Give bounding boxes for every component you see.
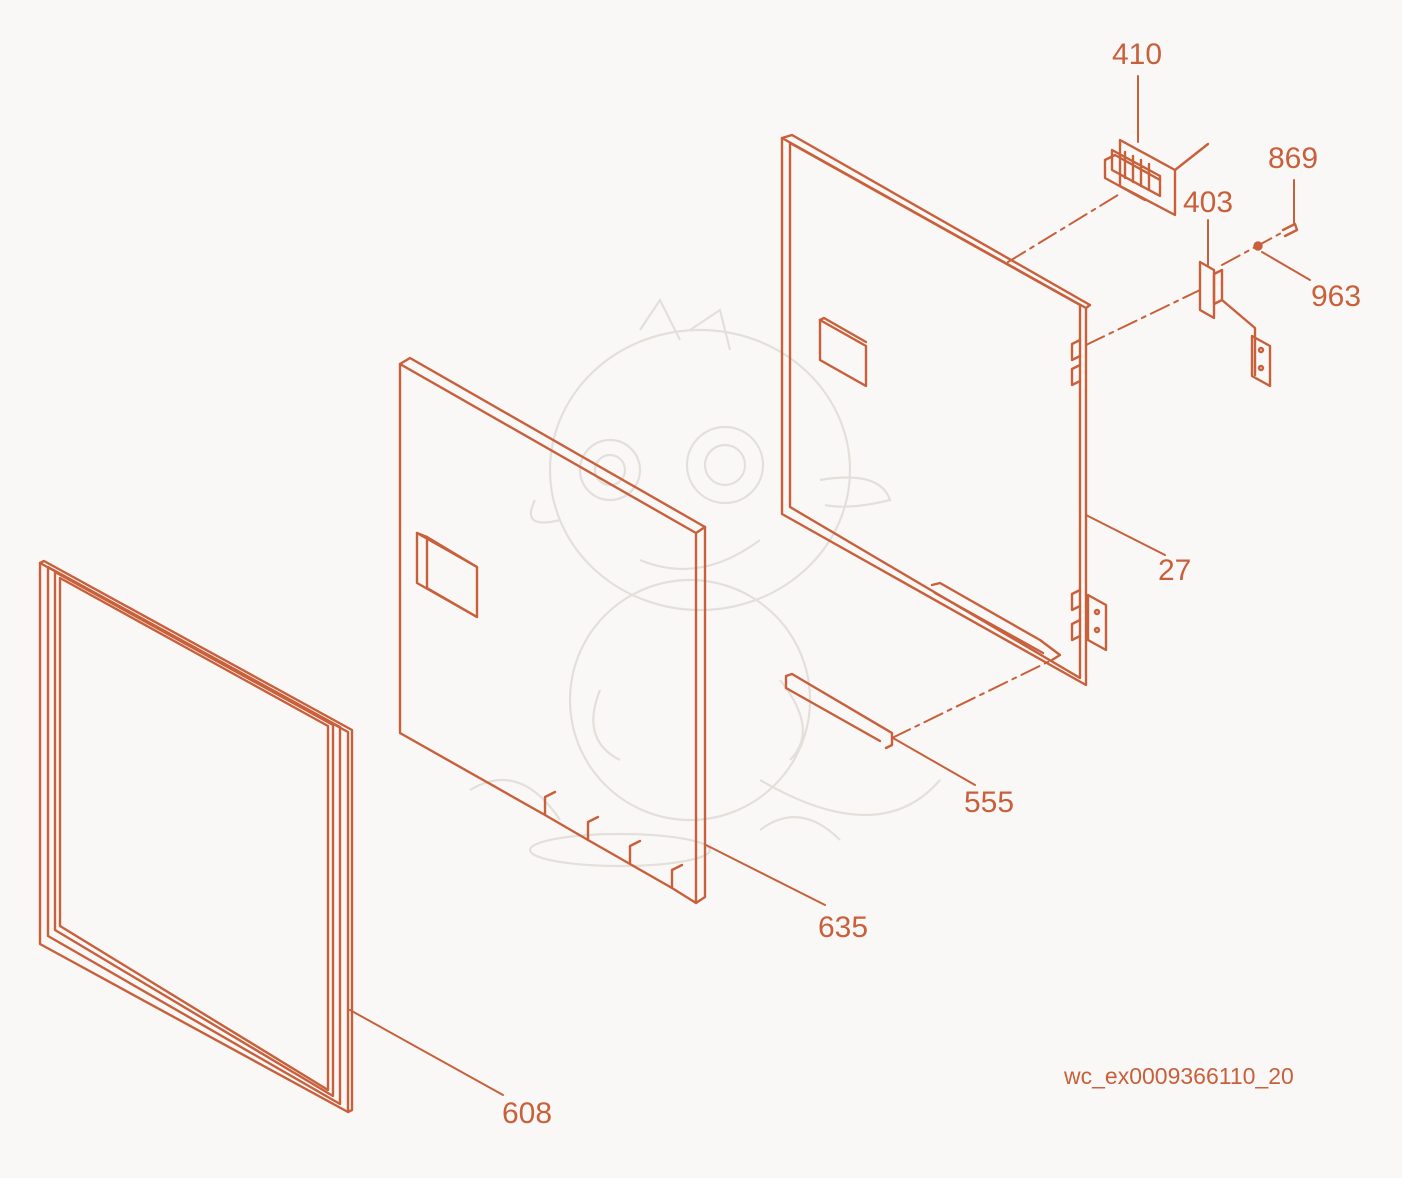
label-410: 410 [1112,38,1163,71]
label-27: 27 [1158,554,1192,587]
part-27-frame [780,133,1092,687]
hinge-plate [1086,593,1108,652]
label-608: 608 [502,1097,553,1130]
part-410-latch [1103,138,1210,217]
part-635-panel [398,356,707,905]
label-869: 869 [1268,142,1319,175]
label-635: 635 [818,911,869,944]
leader-lines [349,75,1311,1096]
label-555: 555 [964,786,1015,819]
part-608-frame [38,559,354,1114]
part-869-screw [1281,222,1299,238]
drawing-code: wc_ex0009366110_20 [1064,1063,1294,1089]
label-403: 403 [1183,186,1234,219]
label-963: 963 [1311,280,1362,313]
part-555-rod [784,672,894,750]
assembly-lines [891,194,1284,739]
part-403-bracket [1198,260,1272,388]
baby-dragon-icon [469,297,941,868]
